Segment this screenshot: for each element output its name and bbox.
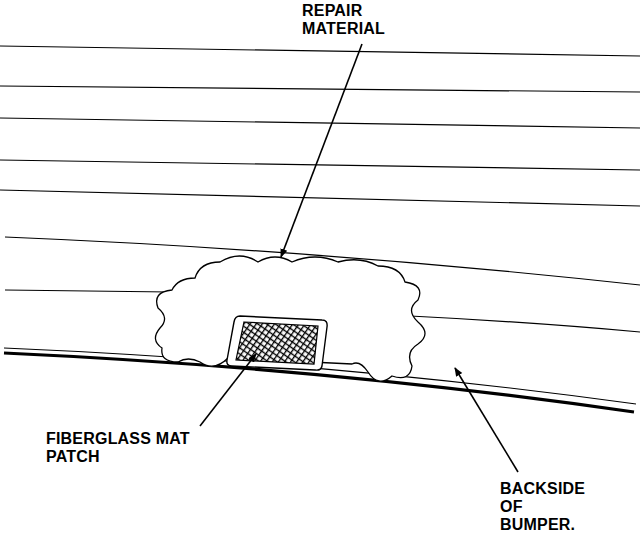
- callout-label: FIBERGLASS MAT PATCH: [46, 430, 196, 466]
- callout-label: BACKSIDE OF BUMPER.: [500, 480, 596, 534]
- leader-arrow: [200, 354, 256, 426]
- leader-arrows: [200, 44, 518, 472]
- fiberglass-mat-patch: [227, 316, 327, 370]
- callout-label: REPAIR MATERIAL: [302, 2, 398, 38]
- leader-arrow: [455, 368, 518, 472]
- leader-arrow: [281, 44, 362, 257]
- repair-material-blob: [155, 256, 425, 381]
